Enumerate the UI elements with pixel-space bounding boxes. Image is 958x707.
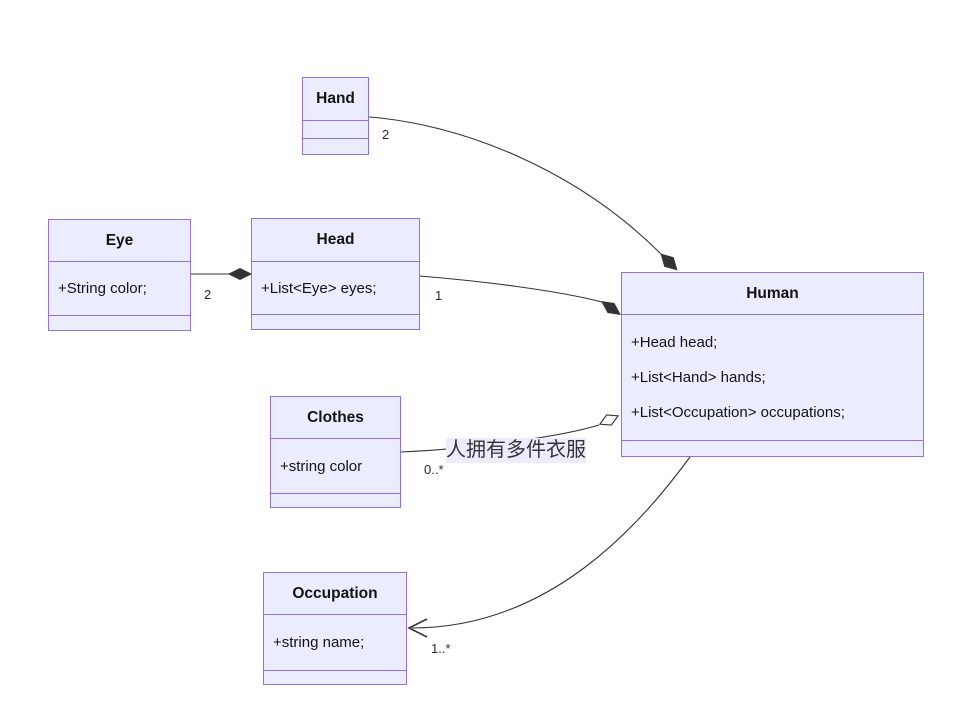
multiplicity-occupation: 1..*	[431, 641, 451, 656]
composition-diamond-eye-head-icon	[227, 267, 253, 281]
class-human-attribute-occupations: +List<Occupation> occupations;	[631, 404, 845, 421]
class-human: Human +Head head; +List<Hand> hands; +Li…	[621, 272, 924, 457]
class-clothes-title: Clothes	[271, 397, 400, 439]
class-head-methods	[252, 315, 419, 329]
edge-head-human	[419, 275, 603, 303]
composition-diamond-head-human-icon	[601, 301, 621, 315]
open-arrowhead-human-occupation-icon	[407, 618, 428, 638]
edge-label-clothes-human: 人拥有多件衣服	[446, 438, 586, 463]
class-hand: Hand	[302, 77, 369, 155]
class-occupation-attribute: +string name;	[273, 634, 365, 651]
class-clothes-attribute: +string color	[280, 457, 363, 475]
class-occupation-attributes: +string name;	[264, 615, 406, 671]
class-clothes-attributes: +string color	[271, 439, 400, 494]
class-human-title: Human	[622, 273, 923, 315]
class-head: Head +List<Eye> eyes;	[251, 218, 420, 330]
multiplicity-head: 1	[435, 288, 443, 303]
multiplicity-clothes: 0..*	[424, 462, 444, 477]
aggregation-diamond-clothes-human-icon	[598, 414, 620, 426]
class-eye-attributes: +String color;	[49, 262, 190, 316]
class-human-attribute-head: +Head head;	[631, 334, 718, 351]
class-hand-methods	[303, 139, 368, 154]
class-head-title: Head	[252, 219, 419, 262]
class-eye-attribute: +String color;	[58, 280, 147, 297]
class-occupation: Occupation +string name;	[263, 572, 407, 685]
class-clothes-methods	[271, 494, 400, 507]
edge-human-occupation	[411, 456, 691, 629]
class-clothes: Clothes +string color	[270, 396, 401, 508]
class-hand-title: Hand	[303, 78, 368, 121]
class-human-methods	[622, 441, 923, 456]
multiplicity-eye: 2	[204, 287, 212, 302]
class-hand-attributes	[303, 121, 368, 139]
class-human-attributes: +Head head; +List<Hand> hands; +List<Occ…	[622, 315, 923, 441]
class-human-attribute-hands: +List<Hand> hands;	[631, 369, 766, 386]
class-head-attributes: +List<Eye> eyes;	[252, 262, 419, 315]
class-head-attribute: +List<Eye> eyes;	[261, 279, 377, 297]
class-eye-title: Eye	[49, 220, 190, 262]
class-occupation-title: Occupation	[264, 573, 406, 615]
multiplicity-hand: 2	[382, 127, 390, 142]
composition-diamond-hand-human-icon	[660, 253, 678, 271]
class-eye: Eye +String color;	[48, 219, 191, 331]
class-eye-methods	[49, 316, 190, 330]
class-occupation-methods	[264, 671, 406, 684]
